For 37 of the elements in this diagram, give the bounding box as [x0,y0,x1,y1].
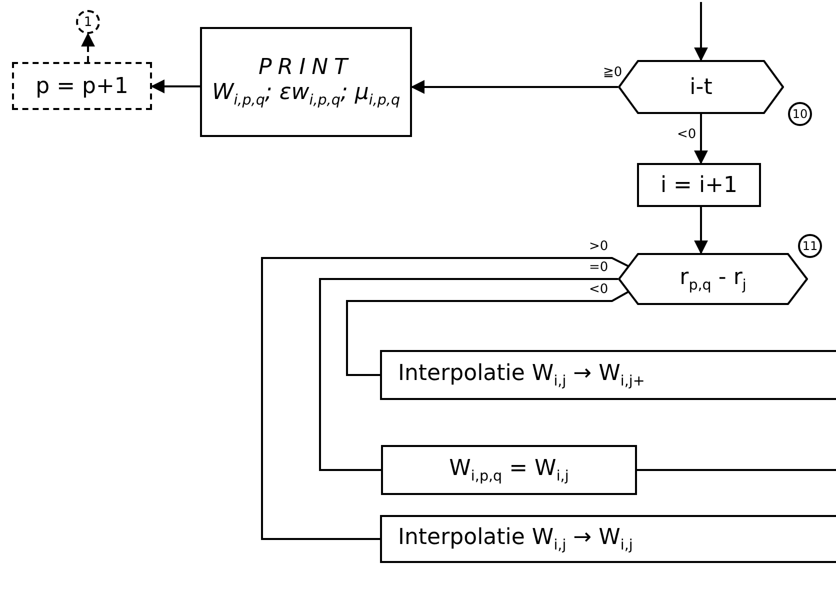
box-heading: PRINT [258,55,354,80]
edge-label: =0 [588,261,610,274]
box-text: p = p+1 [36,74,128,98]
box-text: Interpolatie W$_{i,j}$ → W$_{i,j+}$ [398,360,645,390]
connector-line [637,469,836,471]
process-box [380,350,836,400]
process-box [637,163,761,207]
arrow [694,207,708,254]
arrow [694,114,708,164]
connector-circle [76,10,100,34]
process-box [381,445,637,495]
edge-label: >0 [588,240,610,253]
edge-label: ≧0 [602,66,624,79]
box-text: W$_{i,p,q}$ = W$_{i,j}$ [449,456,569,484]
print-box [200,27,412,137]
box-text: 1 [84,14,92,30]
connector-line [261,257,628,540]
decision-hexagon [618,253,808,305]
box-text: i = i+1 [660,172,738,198]
arrow [410,80,618,94]
process-box [12,62,152,110]
edge-label: <0 [676,128,698,141]
arrow [694,2,708,62]
box-text: 10 [792,107,808,121]
box-text: Interpolatie W$_{i,j}$ → W$_{i,j}$ [398,524,633,554]
arrow [81,32,95,62]
arrow [150,79,200,94]
process-box [380,515,836,563]
box-text: W$_{i,p,q}$; εw$_{i,p,q}$; μ$_{i,p,q}$ [212,80,400,109]
edge-label: <0 [588,283,610,296]
box-text: i-t [690,74,712,100]
step-number-circle [798,234,822,258]
step-number-circle [788,102,812,126]
box-text: 11 [802,239,818,253]
connector-line [346,291,628,376]
box-text: r$_{p,q}$ - r$_{j}$ [680,264,746,294]
connector-line [319,278,618,471]
